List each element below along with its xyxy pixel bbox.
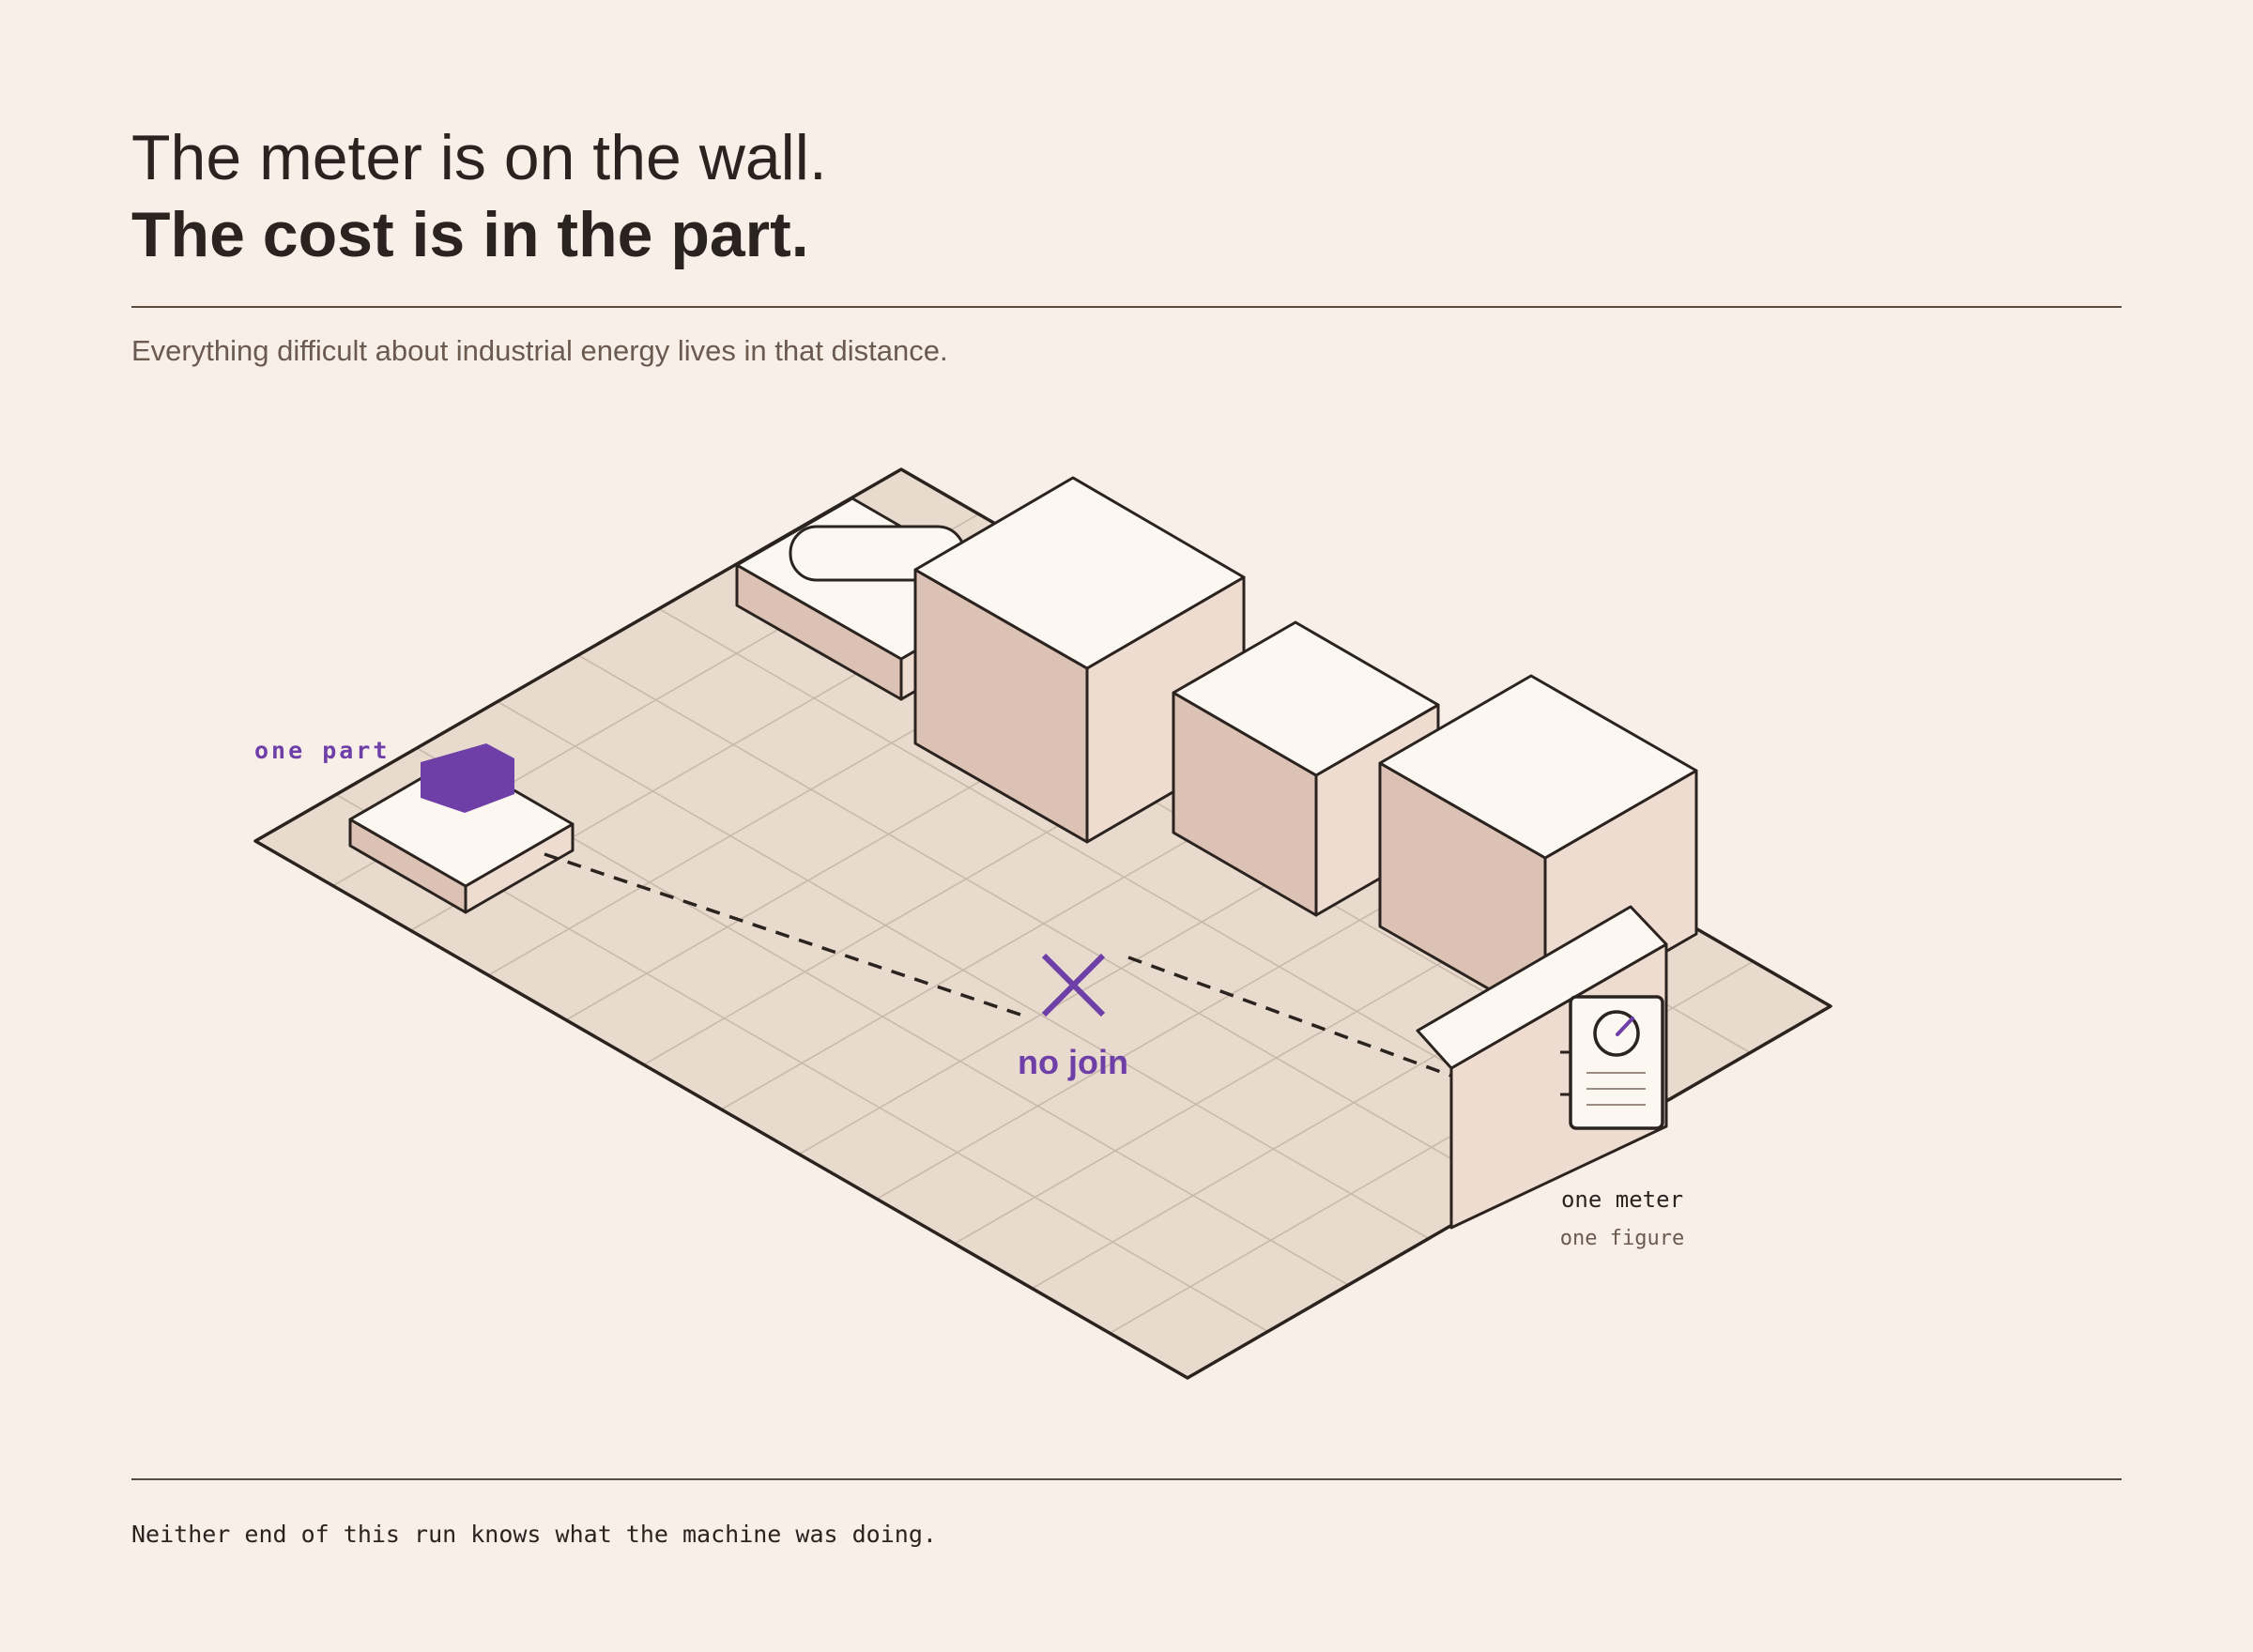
footer-note: Neither end of this run knows what the m… bbox=[131, 1521, 937, 1548]
factory-floor-outline bbox=[253, 467, 1832, 1380]
headline-line-1: The meter is on the wall. bbox=[131, 122, 827, 193]
bottom-divider bbox=[131, 1478, 2122, 1480]
hexagon-part-icon bbox=[421, 743, 514, 813]
gauge-needle bbox=[1616, 1017, 1634, 1036]
part-label: one part bbox=[254, 737, 390, 764]
join-label: no join bbox=[1018, 1043, 1128, 1081]
cross-icon bbox=[1041, 953, 1106, 1017]
energy-meter bbox=[1569, 995, 1664, 1130]
top-divider bbox=[131, 306, 2122, 308]
gauge-dial-icon bbox=[1593, 1010, 1640, 1057]
figure-label: one figure bbox=[1560, 1227, 1684, 1250]
large-machine-block bbox=[913, 476, 1246, 844]
part-platform bbox=[348, 756, 575, 914]
meter-label: one meter bbox=[1561, 1186, 1683, 1213]
subtitle: Everything difficult about industrial en… bbox=[131, 334, 948, 367]
wall-ticks bbox=[1560, 1050, 1570, 1096]
headline-line-2: The cost is in the part. bbox=[131, 199, 809, 270]
